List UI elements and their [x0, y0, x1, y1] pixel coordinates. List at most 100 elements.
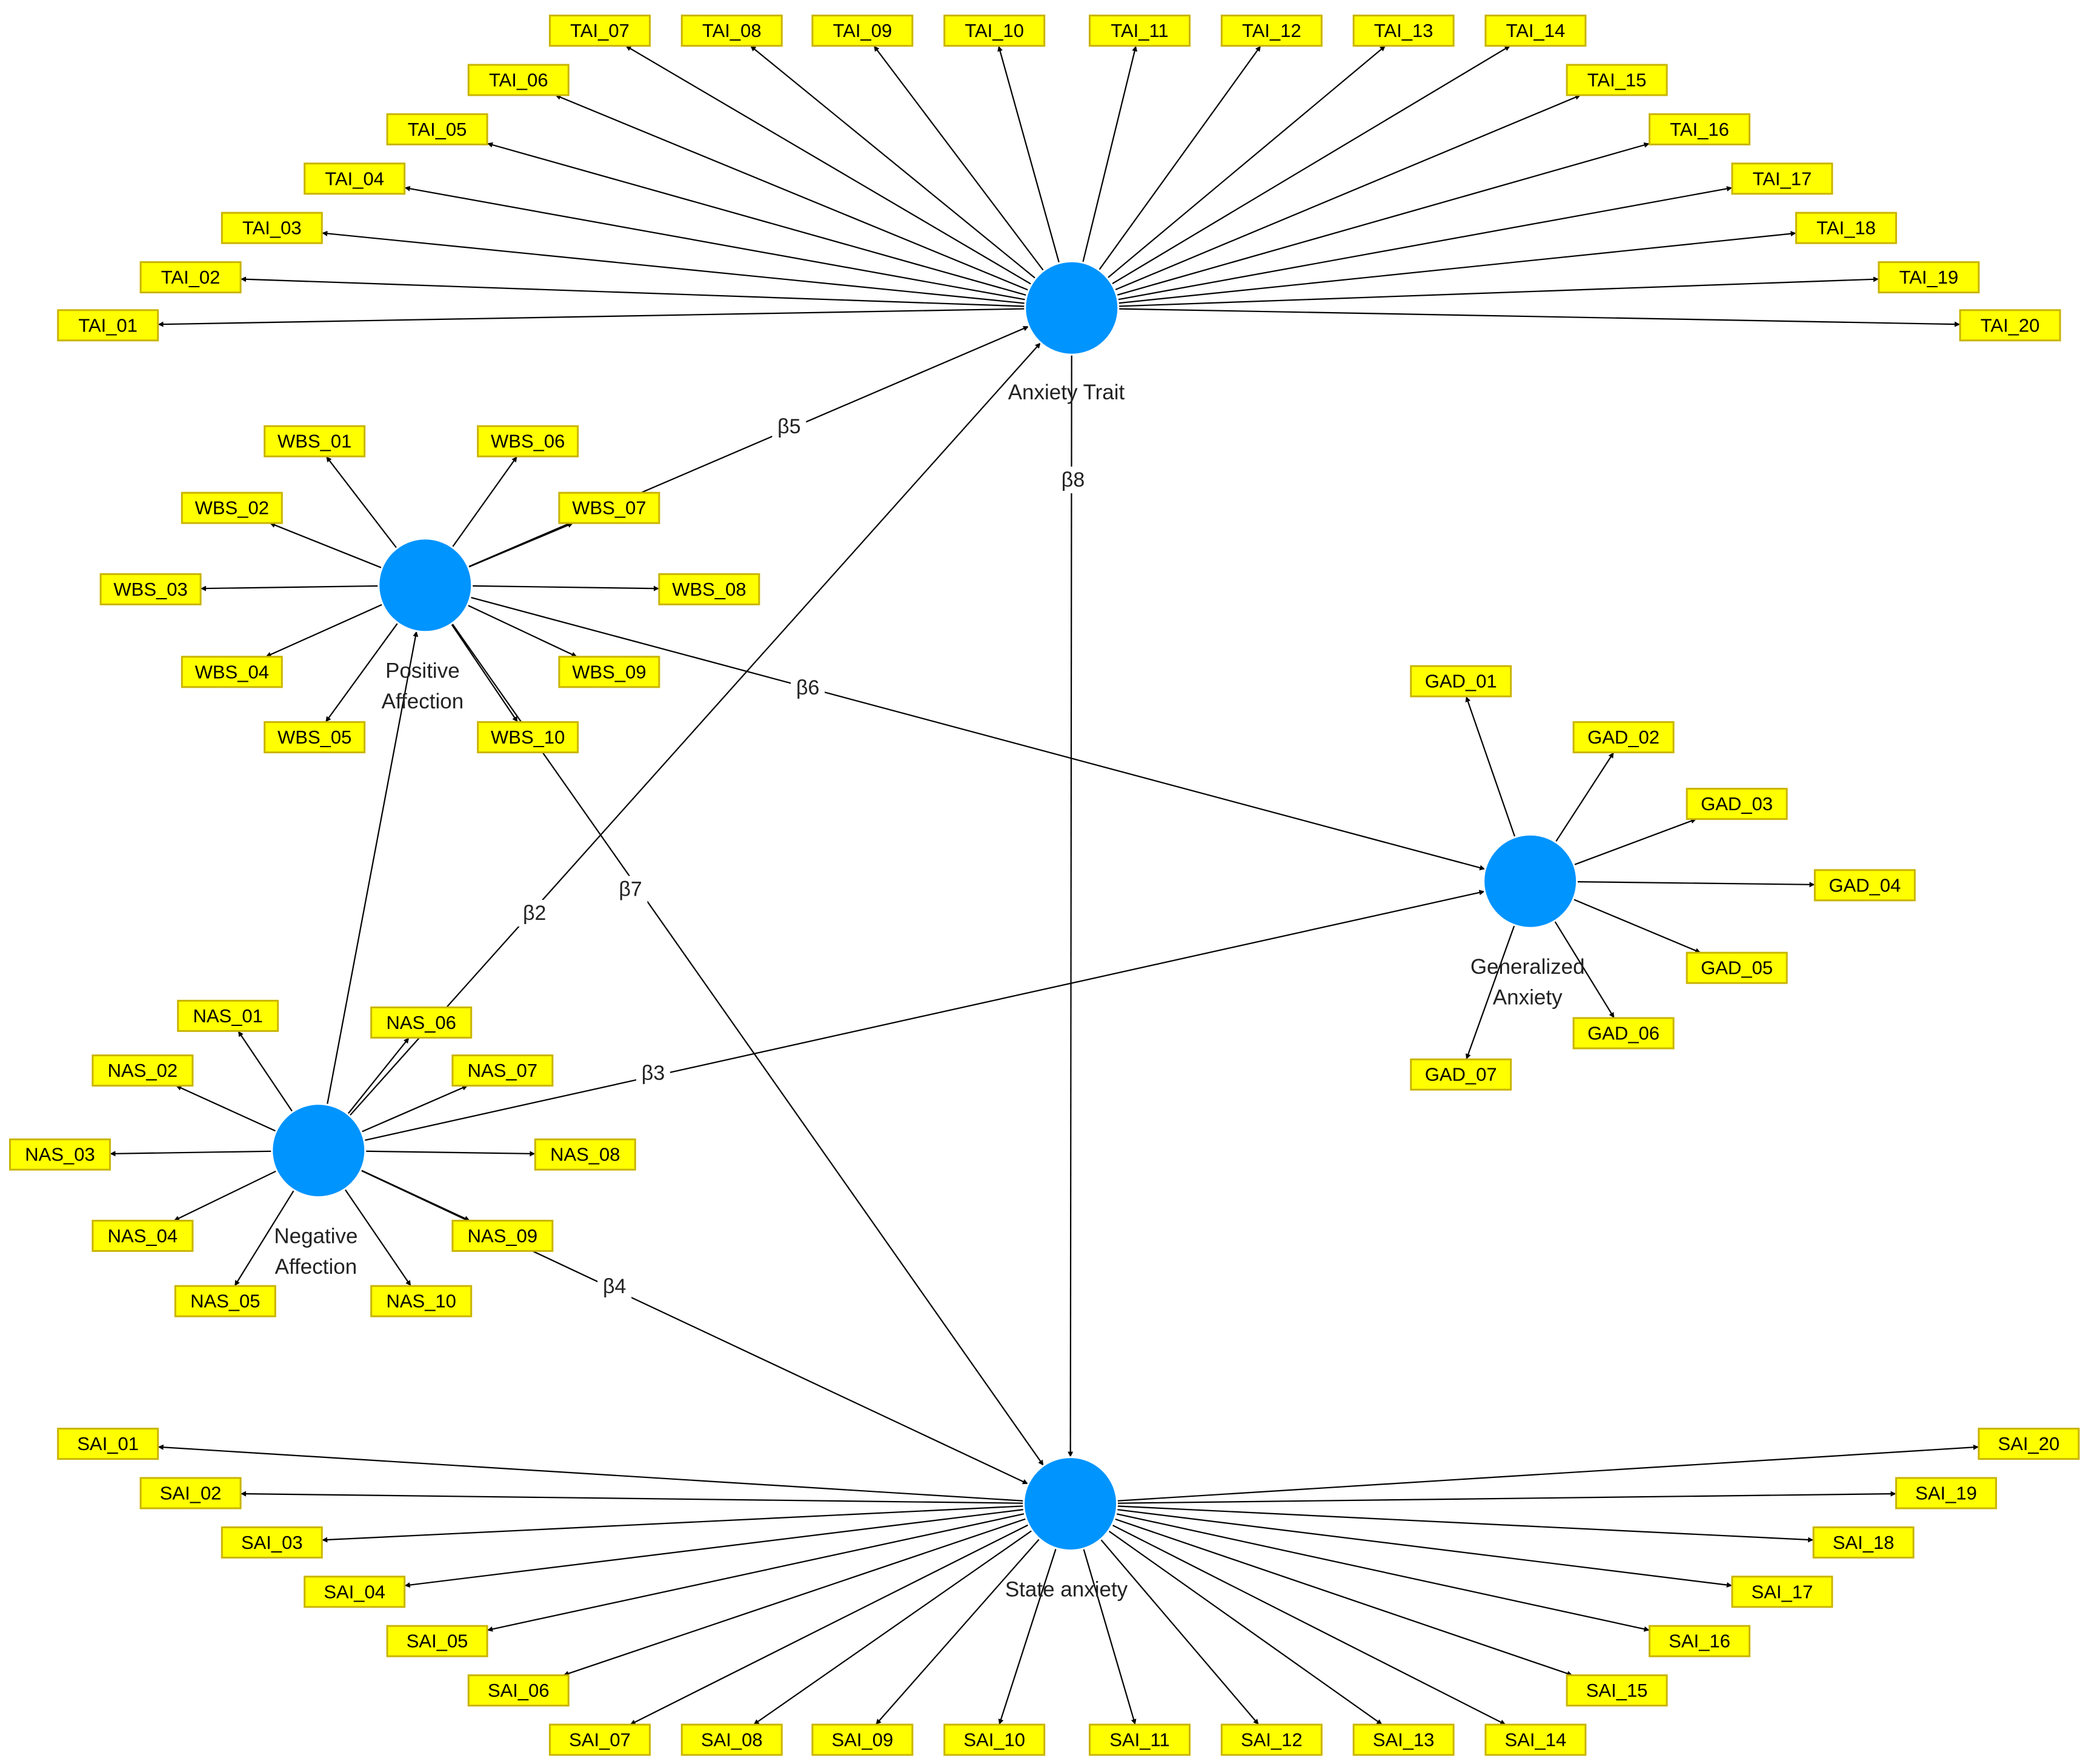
indicator-node[interactable]: TAI_06: [467, 64, 570, 96]
indicator-node[interactable]: WBS_01: [264, 425, 366, 458]
indicator-node[interactable]: TAI_04: [304, 162, 406, 195]
indicator-node[interactable]: NAS_02: [91, 1054, 194, 1087]
loading-arrow: [265, 604, 383, 657]
indicator-node[interactable]: TAI_19: [1878, 261, 1980, 294]
loading-arrow: [1465, 696, 1516, 837]
indicator-node[interactable]: NAS_07: [451, 1054, 554, 1087]
indicator-node[interactable]: SAI_18: [1812, 1526, 1915, 1559]
indicator-node[interactable]: SAI_04: [304, 1576, 406, 1608]
indicator-box: [174, 1285, 276, 1317]
indicator-node[interactable]: SAI_12: [1220, 1723, 1323, 1756]
indicator-node[interactable]: TAI_11: [1089, 15, 1191, 47]
indicator-node[interactable]: NAS_04: [91, 1219, 194, 1252]
indicator-node[interactable]: WBS_10: [477, 721, 579, 754]
indicator-node[interactable]: SAI_20: [1978, 1428, 2080, 1460]
indicator-node[interactable]: SAI_19: [1895, 1477, 1997, 1509]
loading-arrow: [451, 456, 518, 548]
indicator-node[interactable]: GAD_06: [1572, 1017, 1675, 1050]
indicator-node[interactable]: SAI_08: [680, 1723, 783, 1756]
indicator-node[interactable]: NAS_03: [9, 1138, 111, 1171]
indicator-node[interactable]: SAI_11: [1089, 1723, 1191, 1756]
indicator-node[interactable]: WBS_07: [558, 491, 660, 524]
indicator-label: NAS_06: [386, 1012, 456, 1033]
indicator-node[interactable]: NAS_10: [370, 1285, 473, 1317]
indicator-box: [1410, 665, 1512, 697]
indicator-node[interactable]: TAI_02: [139, 261, 242, 294]
indicator-label: WBS_05: [277, 727, 351, 748]
indicator-node[interactable]: NAS_08: [534, 1138, 636, 1171]
indicator-label: GAD_05: [1701, 957, 1773, 979]
indicator-node[interactable]: WBS_03: [99, 573, 202, 605]
indicator-box: [1813, 869, 1916, 902]
loading-arrow: [1108, 1530, 1383, 1725]
indicator-node[interactable]: GAD_07: [1410, 1058, 1512, 1091]
indicator-node[interactable]: TAI_05: [386, 113, 488, 145]
indicator-node[interactable]: SAI_10: [943, 1723, 1046, 1756]
indicator-box: [1959, 309, 2061, 342]
indicator-node[interactable]: WBS_06: [477, 425, 579, 458]
indicator-node[interactable]: TAI_07: [549, 15, 651, 47]
loading-arrow: [269, 522, 382, 569]
indicator-node[interactable]: GAD_02: [1572, 721, 1675, 754]
indicator-node[interactable]: WBS_02: [181, 491, 283, 524]
indicator-node[interactable]: WBS_09: [558, 656, 660, 688]
indicator-node[interactable]: SAI_07: [549, 1723, 651, 1756]
indicator-label: NAS_05: [190, 1291, 260, 1312]
indicator-node[interactable]: SAI_06: [467, 1674, 570, 1707]
indicator-node[interactable]: TAI_17: [1731, 162, 1833, 195]
latent-node[interactable]: Anxiety Trait: [1008, 260, 1125, 404]
indicator-label: SAI_20: [1998, 1433, 2060, 1454]
indicator-label: NAS_04: [108, 1225, 178, 1246]
indicator-node[interactable]: SAI_14: [1484, 1723, 1587, 1756]
indicator-box: [1352, 15, 1455, 47]
indicator-node[interactable]: SAI_17: [1731, 1576, 1833, 1608]
indicator-label: GAD_04: [1829, 874, 1901, 896]
indicator-box: [1089, 15, 1191, 47]
indicator-node[interactable]: NAS_05: [174, 1285, 276, 1317]
indicator-node[interactable]: TAI_14: [1484, 15, 1587, 47]
indicator-node[interactable]: GAD_04: [1813, 869, 1916, 902]
loading-arrow: [875, 1538, 1040, 1725]
indicator-node[interactable]: TAI_20: [1959, 309, 2061, 342]
indicator-node[interactable]: NAS_01: [177, 999, 279, 1032]
indicator-node[interactable]: SAI_15: [1566, 1674, 1668, 1707]
indicator-node[interactable]: SAI_05: [386, 1625, 488, 1657]
indicator-node[interactable]: TAI_13: [1352, 15, 1455, 47]
structural-path-arrow: [361, 1170, 1029, 1485]
indicator-node[interactable]: SAI_02: [139, 1477, 242, 1509]
indicator-label: SAI_10: [963, 1729, 1025, 1751]
latent-node[interactable]: State anxiety: [1005, 1456, 1128, 1602]
indicator-node[interactable]: GAD_03: [1686, 788, 1788, 820]
indicator-node[interactable]: SAI_13: [1352, 1723, 1455, 1756]
indicator-label: GAD_07: [1425, 1064, 1497, 1085]
indicator-box: [549, 15, 651, 47]
indicator-label: WBS_06: [491, 431, 565, 452]
indicator-node[interactable]: GAD_05: [1686, 951, 1788, 984]
indicator-node[interactable]: TAI_10: [943, 15, 1046, 47]
indicator-box: [386, 113, 488, 145]
indicator-node[interactable]: WBS_04: [181, 656, 283, 688]
indicator-node[interactable]: TAI_12: [1220, 15, 1323, 47]
indicator-node[interactable]: TAI_15: [1566, 64, 1668, 96]
indicator-node[interactable]: WBS_08: [658, 573, 760, 605]
loading-arrow: [555, 94, 1029, 291]
indicator-node[interactable]: NAS_09: [451, 1219, 554, 1252]
indicator-node[interactable]: GAD_01: [1410, 665, 1512, 697]
indicator-node[interactable]: SAI_01: [57, 1428, 159, 1460]
indicator-node[interactable]: WBS_05: [264, 721, 366, 754]
loading-arrow: [1573, 898, 1701, 954]
indicator-node[interactable]: SAI_16: [1649, 1625, 1750, 1657]
indicator-label: GAD_02: [1587, 727, 1660, 748]
indicator-node[interactable]: TAI_03: [221, 211, 323, 244]
indicator-node[interactable]: TAI_09: [811, 15, 914, 47]
indicator-node[interactable]: SAI_09: [811, 1723, 914, 1756]
indicator-node[interactable]: TAI_16: [1649, 113, 1750, 145]
indicator-node[interactable]: TAI_08: [680, 15, 783, 47]
indicator-node[interactable]: TAI_01: [57, 309, 159, 342]
indicator-node[interactable]: SAI_03: [221, 1526, 323, 1559]
indicator-node[interactable]: NAS_06: [370, 1006, 473, 1039]
indicator-node[interactable]: TAI_18: [1795, 211, 1897, 244]
